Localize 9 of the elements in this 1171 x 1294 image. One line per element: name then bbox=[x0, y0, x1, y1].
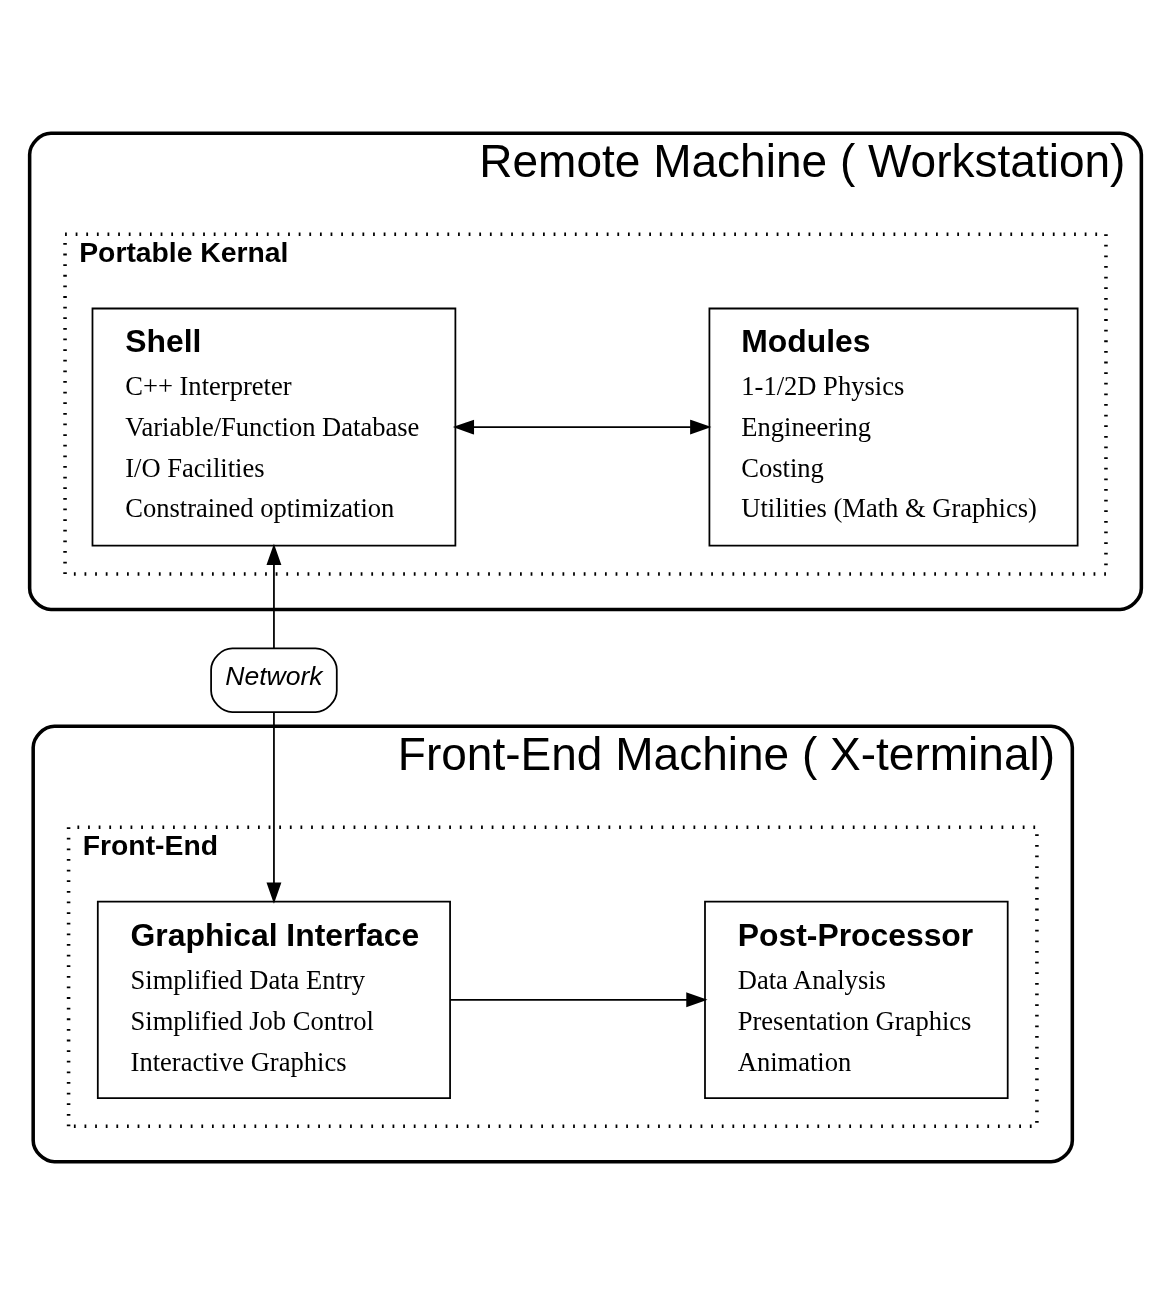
arrow bbox=[452, 419, 712, 435]
arrow bbox=[266, 543, 282, 649]
node-box: Shell C++ Interpreter Variable/Function Database I/O Facilities Constrained optimization bbox=[91, 307, 457, 547]
node-box: Modules 1-1/2D Physics Engineering Costing Utilities (Math & Graphics) bbox=[708, 307, 1079, 547]
node-box: Network bbox=[210, 647, 338, 713]
node-box: Graphical Interface Simplified Data Entry Simplified Job Control Interactive Graphics bbox=[96, 900, 451, 1099]
arrow bbox=[449, 991, 708, 1007]
arrow bbox=[266, 710, 282, 904]
node-box: Post-Processor Data Analysis Presentation Graphics Animation bbox=[704, 900, 1009, 1099]
